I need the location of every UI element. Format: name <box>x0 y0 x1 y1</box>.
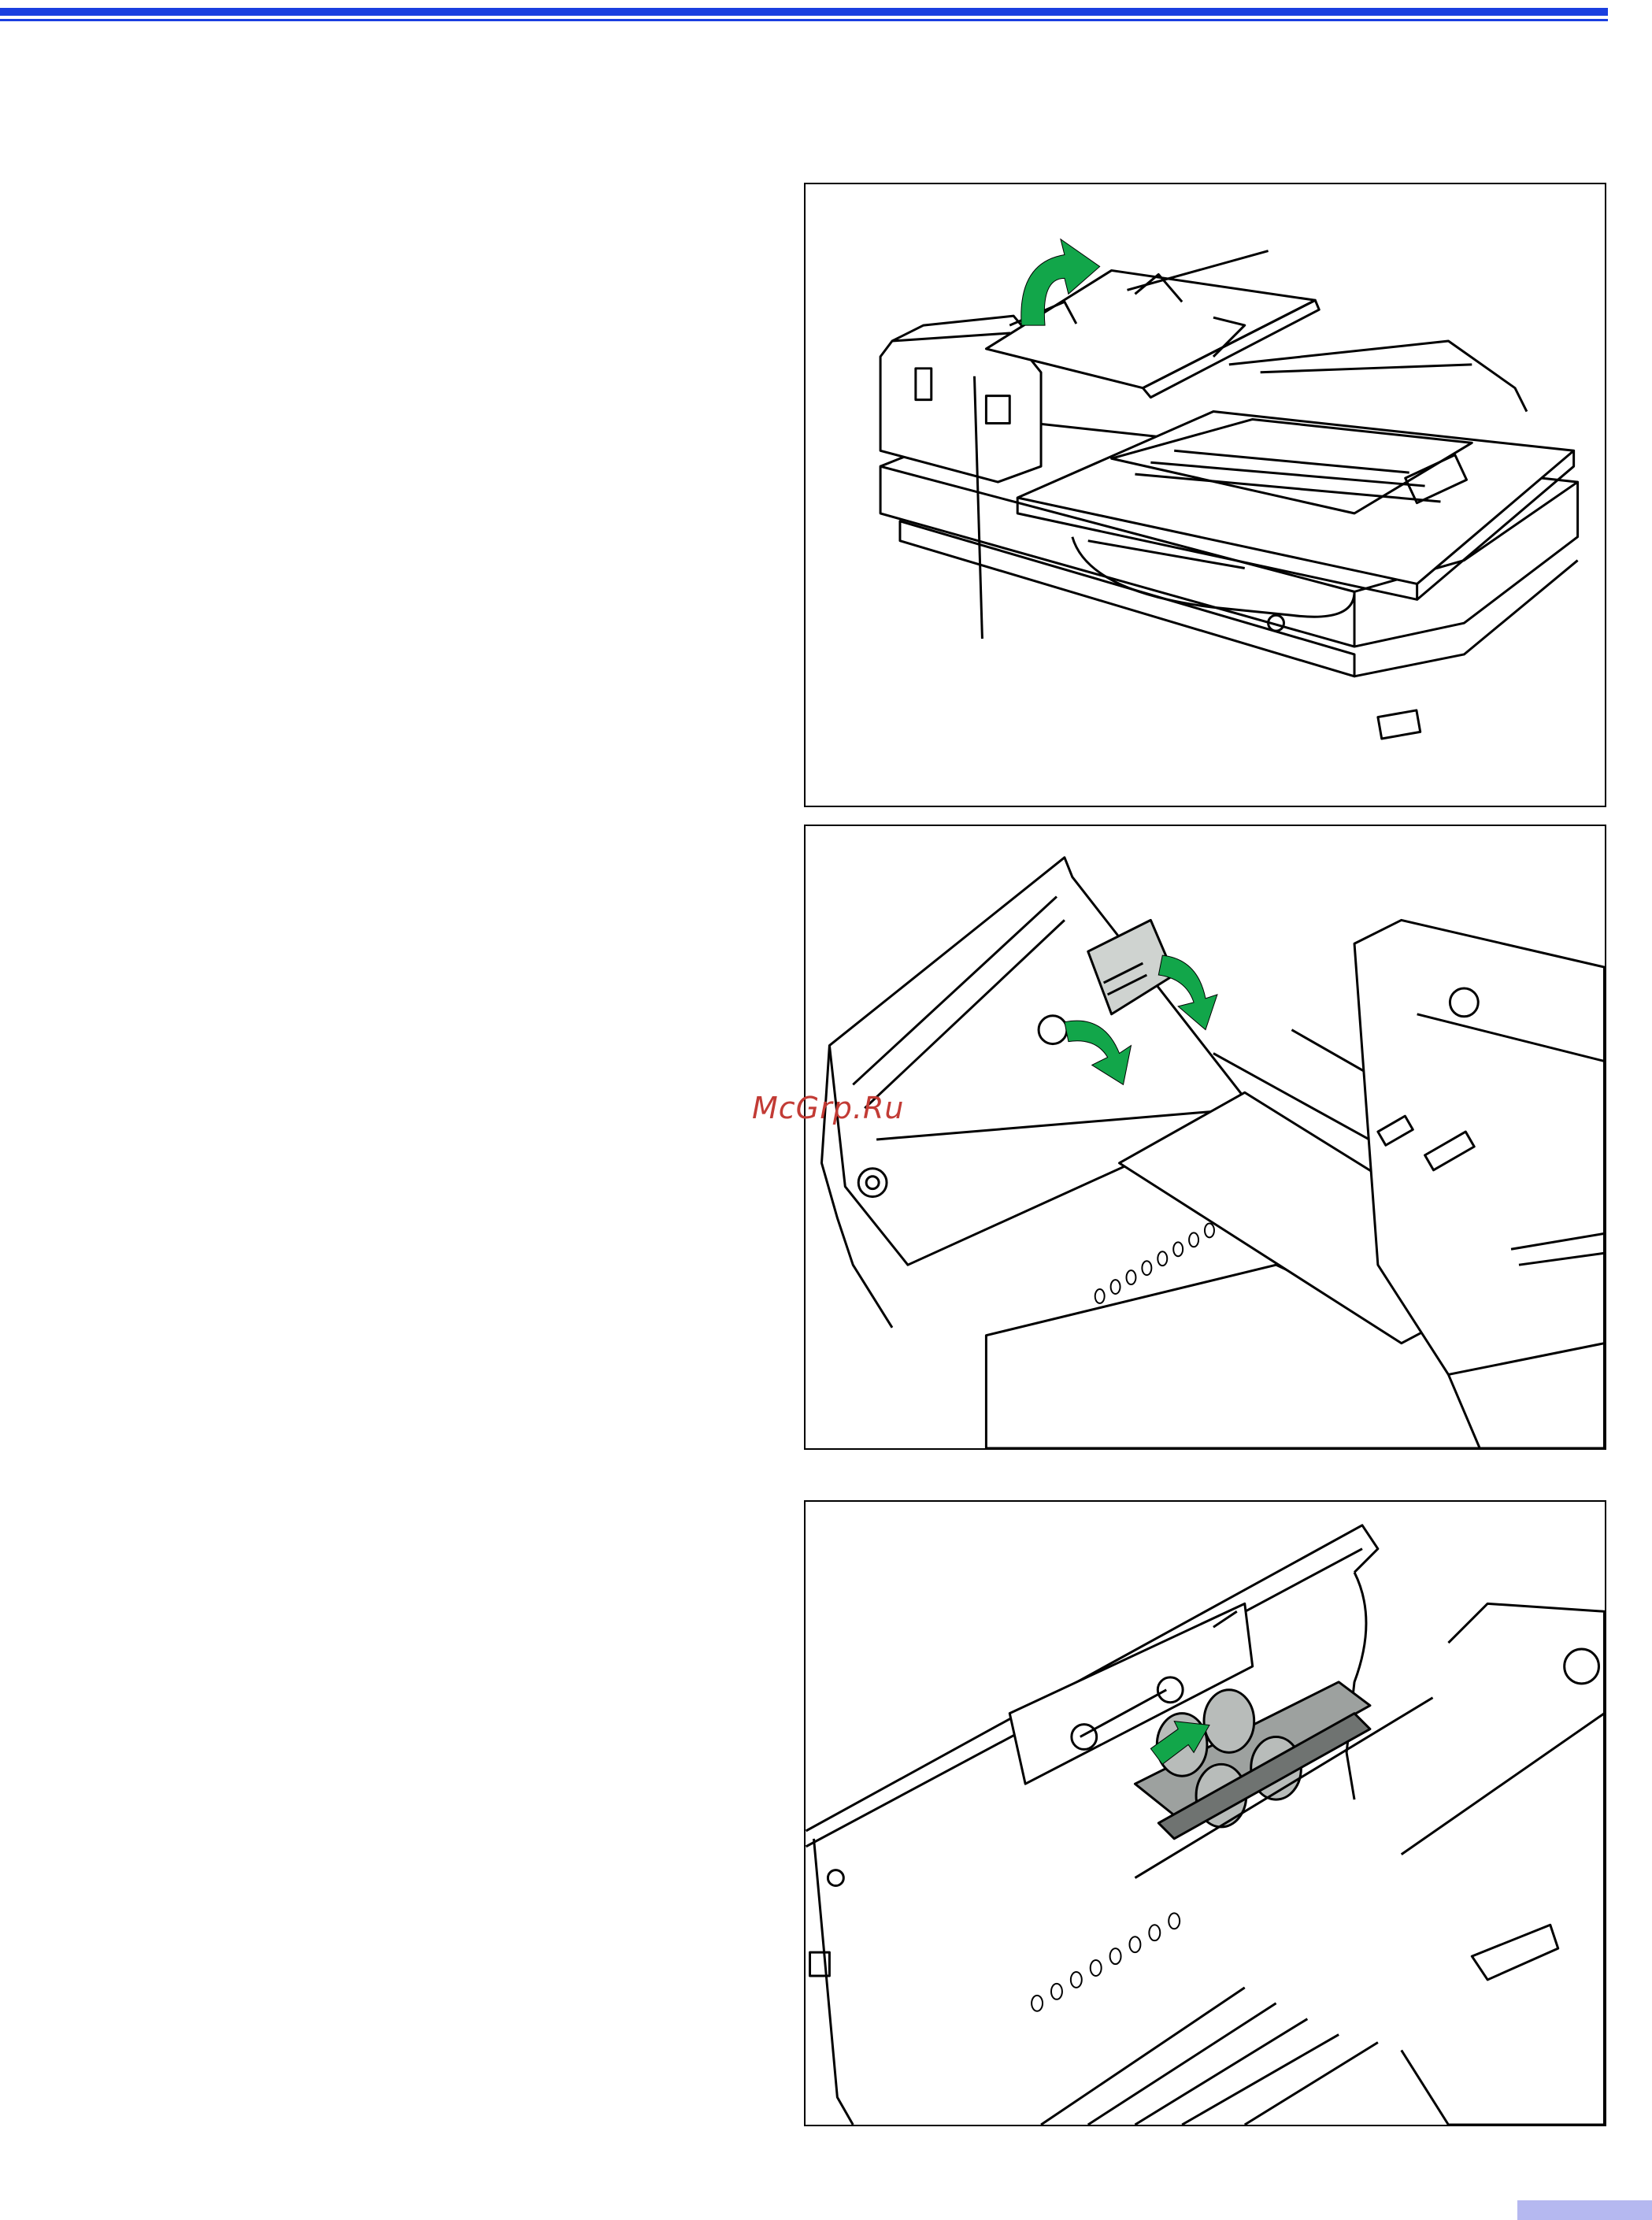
header-rule-thick <box>0 8 1608 16</box>
adf-interior-illustration <box>806 826 1605 1448</box>
scanner-illustration <box>806 184 1605 806</box>
figure-scanner-open-cover <box>804 183 1606 807</box>
page-corner-tab <box>1517 2200 1652 2220</box>
header-rule-thin <box>0 19 1608 21</box>
roller-removal-illustration <box>806 1502 1605 2125</box>
figure-roller-removal <box>804 1500 1606 2126</box>
watermark-text: McGrp.Ru <box>752 1091 904 1125</box>
figure-roller-release <box>804 825 1606 1450</box>
